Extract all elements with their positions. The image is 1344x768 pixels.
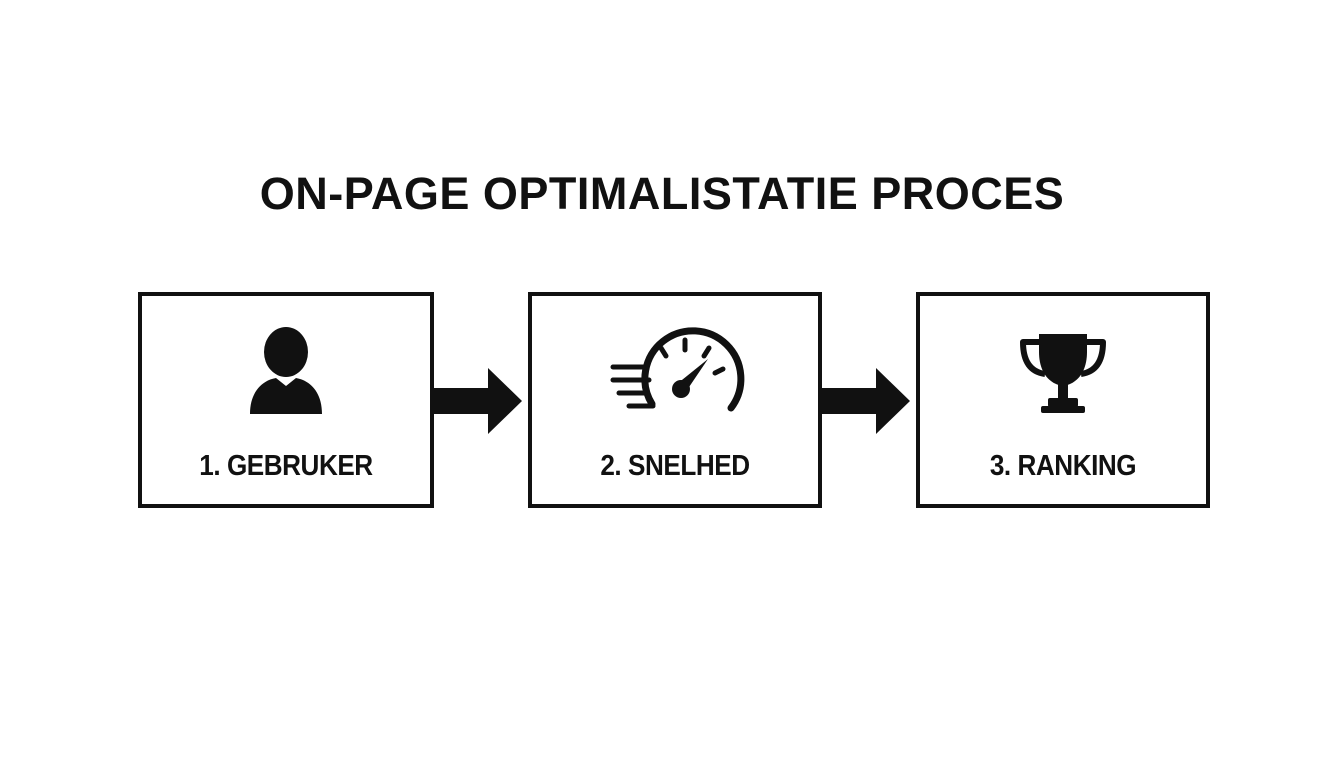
arrow-right-icon: [820, 366, 912, 441]
step-box-user: 1. GEBRUKER: [138, 292, 434, 508]
step-label-ranking: 3. RANKING: [989, 450, 1137, 482]
step-box-ranking: 3. RANKING: [916, 292, 1210, 508]
arrow-right-icon: [432, 366, 524, 441]
step-box-speed: 2. SNELHED: [528, 292, 822, 508]
user-icon: [142, 326, 430, 418]
trophy-icon: [920, 326, 1206, 418]
page-title: ON-PAGE OPTIMALISTATIE PROCES: [259, 168, 1065, 219]
step-label-user: 1. GEBRUKER: [199, 450, 373, 482]
step-label-speed: 2. SNELHED: [600, 450, 750, 482]
speedometer-icon: [532, 326, 818, 418]
